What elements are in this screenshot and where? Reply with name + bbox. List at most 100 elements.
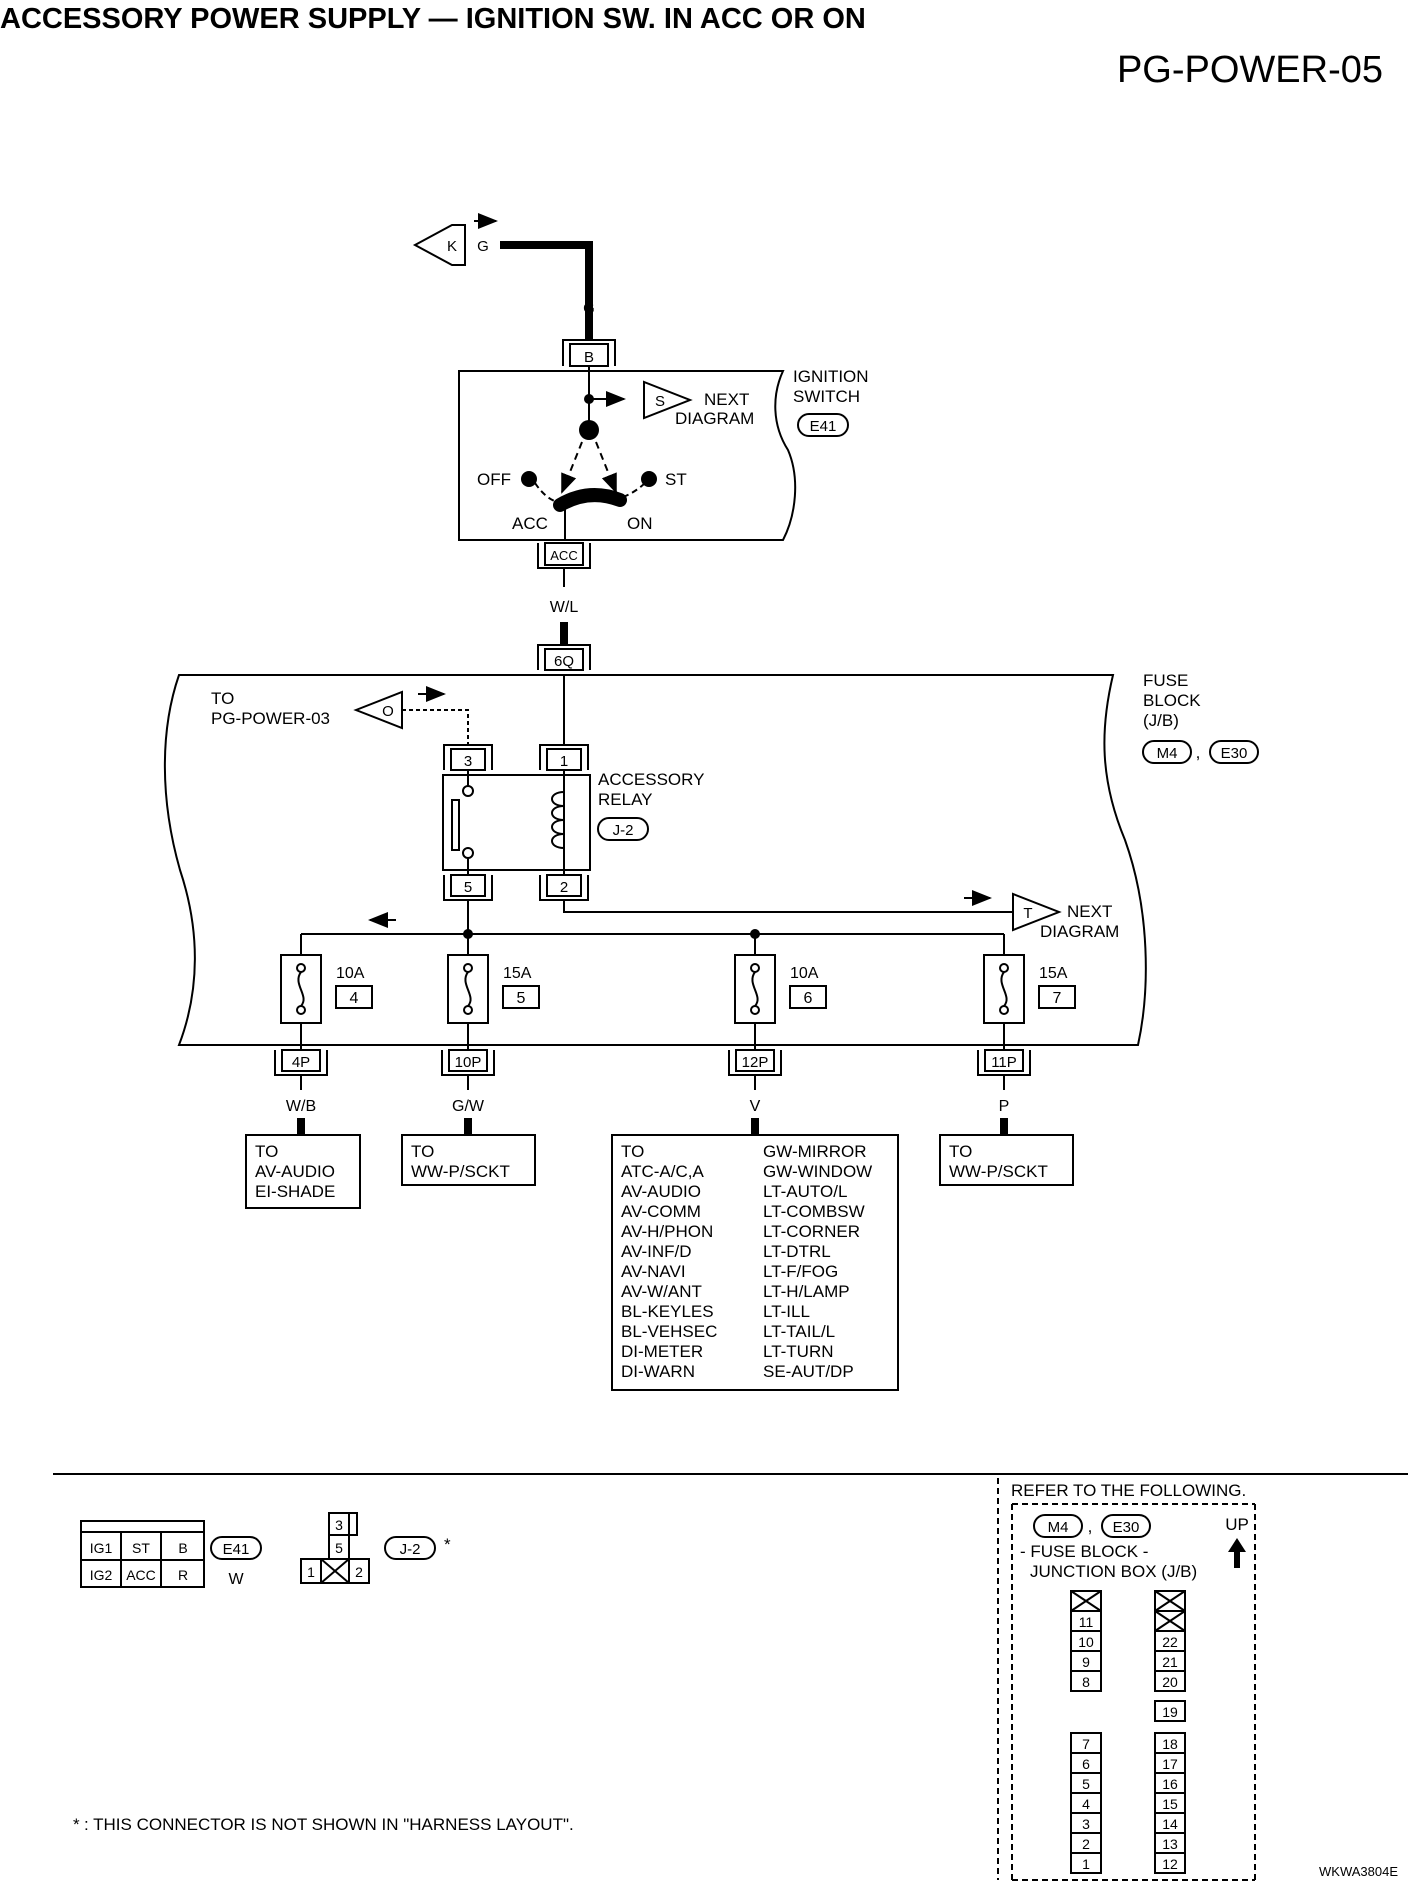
fuse-4 <box>280 934 322 1050</box>
relay-connector-label: J-2 <box>613 822 634 839</box>
terminal-12p: 12P <box>728 1049 782 1076</box>
footnote-star: * <box>73 1815 80 1834</box>
relay-terminal-2: 2 <box>539 874 589 901</box>
legend-cell: 16 <box>1162 1776 1178 1792</box>
j2-view-star: * <box>444 1535 451 1554</box>
connector-ref-o: O <box>353 690 403 730</box>
relay-terminal-1-label: 1 <box>560 753 568 770</box>
legend-cell: 21 <box>1162 1654 1178 1670</box>
destination-line: AV-INF/D <box>621 1242 692 1261</box>
fuse-5-rating: 15A <box>503 965 532 982</box>
fuse-block-conn2-label: E30 <box>1221 745 1248 762</box>
fuse-5-number-box <box>502 985 540 1009</box>
fuse-5 <box>447 934 489 1050</box>
relay-terminal-5: 5 <box>443 874 493 901</box>
page-code: PG-POWER-05 <box>1117 49 1383 91</box>
fuse-block-conn-sep: , <box>1196 743 1201 762</box>
legend-conn1: M4 <box>1048 1519 1069 1536</box>
relay-connector-badge: J-2 <box>597 817 649 841</box>
connector-ref-o-label: O <box>382 703 394 720</box>
destination-line: AV-COMM <box>621 1202 701 1221</box>
relay-name-line2: RELAY <box>598 790 653 809</box>
relay-contact-bottom <box>462 847 474 859</box>
to-pg-power-03-line1: TO <box>211 689 234 708</box>
legend-cell: 5 <box>1082 1776 1090 1792</box>
relay-terminal-3: 3 <box>443 744 493 771</box>
terminal-acc-label: ACC <box>550 548 577 563</box>
terminal-11p: 11P <box>977 1049 1031 1076</box>
legend-cell: 17 <box>1162 1756 1178 1772</box>
e41-view-label: E41 <box>223 1541 250 1558</box>
next-diagram-t-line2: DIAGRAM <box>1040 922 1119 941</box>
terminal-b: B <box>562 339 616 367</box>
e41-cell: B <box>178 1540 187 1556</box>
destination-line: TO <box>949 1142 972 1161</box>
e41-cell: ACC <box>126 1567 156 1583</box>
switch-st-label: ST <box>665 470 687 489</box>
fuse-4-number: 4 <box>350 990 359 1007</box>
to-pg-power-03-line2: PG-POWER-03 <box>211 709 330 728</box>
wire-relay2-to-t <box>563 900 1013 913</box>
legend-cell: 19 <box>1162 1704 1178 1720</box>
destination-line: GW-MIRROR <box>763 1142 867 1161</box>
legend-cell: 9 <box>1082 1654 1090 1670</box>
fuse-block-name-line3: (J/B) <box>1143 711 1179 730</box>
switch-acc-label: ACC <box>512 514 548 533</box>
next-diagram-s-line1: NEXT <box>704 390 749 409</box>
connector-ref-t: T <box>1012 892 1062 932</box>
destination-line: LT-TAIL/L <box>763 1322 835 1341</box>
destination-line: LT-F/FOG <box>763 1262 838 1281</box>
legend-cell: 7 <box>1082 1736 1090 1752</box>
ignition-switch-connector-badge: E41 <box>797 413 849 437</box>
destination-line: DI-WARN <box>621 1362 695 1381</box>
fuse-block-name-line2: BLOCK <box>1143 691 1201 710</box>
ignition-switch-name-line1: IGNITION <box>793 367 869 386</box>
destination-line: TO <box>255 1142 278 1161</box>
fuse-7-number: 7 <box>1053 990 1062 1007</box>
fuse-block-body <box>163 674 1147 1046</box>
legend-cell: 15 <box>1162 1796 1178 1812</box>
legend-cell: 11 <box>1079 1614 1094 1630</box>
destination-line: LT-TURN <box>763 1342 834 1361</box>
switch-on-label: ON <box>627 514 653 533</box>
legend-conn2: E30 <box>1113 1519 1140 1536</box>
j2-cell: 3 <box>335 1517 343 1533</box>
destination-line: EI-SHADE <box>255 1182 335 1201</box>
relay-contact-top <box>462 785 474 797</box>
switch-st-dot <box>641 471 657 487</box>
next-diagram-s-line2: DIAGRAM <box>675 409 754 428</box>
fuse-6-rating: 10A <box>790 965 819 982</box>
destination-line: WW-P/SCKT <box>949 1162 1048 1181</box>
wire-color-g: G <box>583 300 595 317</box>
legend-cell: 10 <box>1078 1634 1094 1650</box>
wire-g <box>500 241 593 340</box>
legend-cell: 6 <box>1082 1756 1090 1772</box>
switch-pivot <box>579 420 599 440</box>
switch-off-dot <box>521 471 537 487</box>
relay-name-line1: ACCESSORY <box>598 770 704 789</box>
wire-color-v: V <box>750 1098 761 1115</box>
legend-cell: 8 <box>1082 1674 1090 1690</box>
destination-line: LT-H/LAMP <box>763 1282 850 1301</box>
destination-line: AV-H/PHON <box>621 1222 713 1241</box>
destination-box-3: TO ATC-A/C,A AV-AUDIO AV-COMM AV-H/PHON … <box>611 1134 899 1391</box>
e41-cell: IG1 <box>90 1540 113 1556</box>
switch-contact-bar <box>553 488 627 512</box>
connector-ref-t-label: T <box>1023 905 1032 922</box>
destination-box-1: TO AV-AUDIO EI-SHADE <box>245 1134 361 1209</box>
fuse-7 <box>983 934 1025 1050</box>
destination-line: GW-WINDOW <box>763 1162 872 1181</box>
up-arrow-icon <box>1228 1538 1246 1568</box>
legend-cell: 18 <box>1162 1736 1178 1752</box>
legend-cell: 1 <box>1082 1856 1090 1872</box>
fuse-7-number-box <box>1038 985 1076 1009</box>
fuse-4-number-box <box>335 985 373 1009</box>
wire-color-gw: G/W <box>452 1098 485 1115</box>
relay-terminal-2-label: 2 <box>560 879 568 896</box>
legend-cell: 22 <box>1162 1634 1178 1650</box>
legend-line1: - FUSE BLOCK - <box>1020 1542 1148 1561</box>
relay-contact-bar <box>451 799 460 851</box>
j2-view-label: J-2 <box>400 1541 421 1558</box>
connector-ref-k-label: K <box>447 238 457 255</box>
